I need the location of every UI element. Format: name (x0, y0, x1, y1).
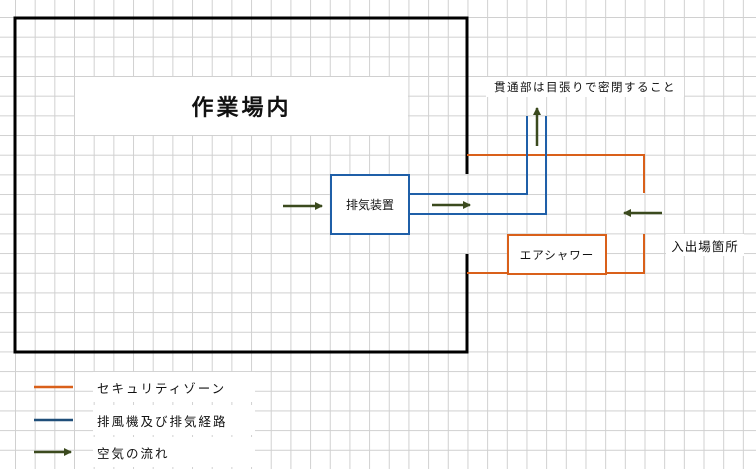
legend-item-security-zone: セキュリティゾーン (93, 372, 255, 402)
air-shower-box: エアシャワー (507, 234, 607, 275)
exhaust-duct (408, 116, 547, 215)
workspace-title: 作業場内 (191, 96, 292, 121)
legend-label: セキュリティゾーン (97, 380, 227, 396)
workspace-title-box: 作業場内 (75, 77, 408, 135)
exhaust-unit-label: 排気装置 (345, 198, 394, 212)
entry-point-label-box: 入出場箇所 (666, 234, 744, 256)
airflow-arrows (283, 107, 662, 217)
exhaust-unit-box: 排気装置 (330, 174, 410, 235)
air-shower-label: エアシャワー (519, 247, 595, 262)
entry-point-label: 入出場箇所 (671, 238, 739, 254)
legend-label: 空気の流れ (97, 445, 170, 461)
workspace-walls (13, 16, 469, 354)
penetration-note: 貫通部は目張りで密閉すること (494, 80, 676, 94)
penetration-note-box: 貫通部は目張りで密閉すること (486, 77, 684, 97)
legend-label: 排風機及び排気経路 (97, 413, 228, 429)
legend-swatches (34, 385, 73, 456)
legend-item-exhaust-route: 排風機及び排気経路 (93, 405, 255, 435)
legend-item-airflow: 空気の流れ (93, 437, 255, 467)
